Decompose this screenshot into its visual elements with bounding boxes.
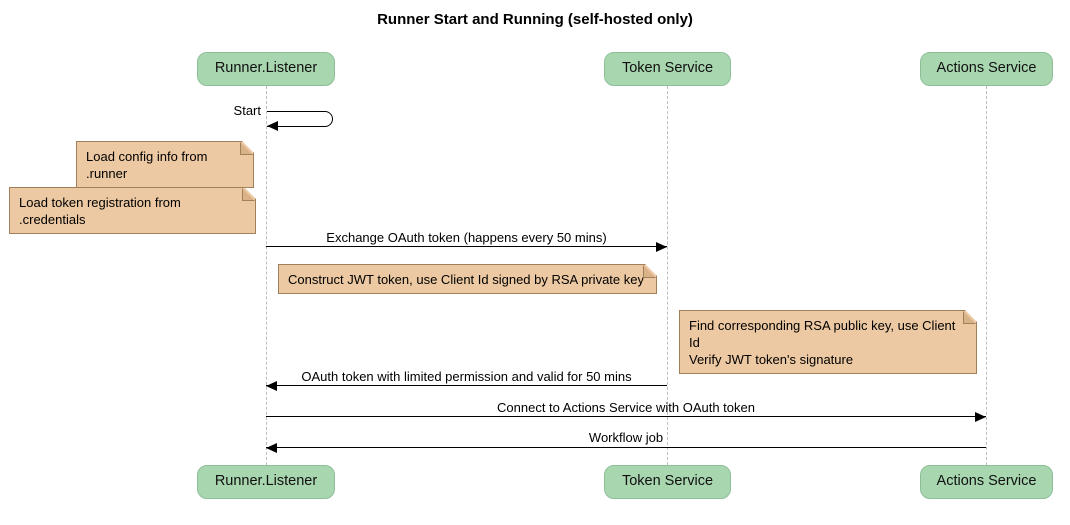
arrowhead-oauth-return-icon xyxy=(266,381,277,391)
lifeline-actions-service xyxy=(986,86,987,465)
message-connect-actions-label: Connect to Actions Service with OAuth to… xyxy=(497,400,755,415)
message-oauth-return-line xyxy=(266,385,667,386)
arrowhead-connect-actions-icon xyxy=(975,412,986,422)
arrowhead-workflow-job-icon xyxy=(266,443,277,453)
participant-actions-service-top: Actions Service xyxy=(920,52,1053,86)
diagram-title: Runner Start and Running (self-hosted on… xyxy=(377,11,693,28)
message-start-self-arrow xyxy=(267,111,333,127)
message-exchange-oauth-label: Exchange OAuth token (happens every 50 m… xyxy=(326,230,607,245)
arrowhead-exchange-oauth-icon xyxy=(656,242,667,252)
participant-runner-listener-top: Runner.Listener xyxy=(197,52,335,86)
note-construct-jwt: Construct JWT token, use Client Id signe… xyxy=(278,264,657,294)
message-workflow-job-label: Workflow job xyxy=(588,430,664,445)
participant-token-service-bottom: Token Service xyxy=(604,465,731,499)
note-verify-jwt: Find corresponding RSA public key, use C… xyxy=(679,310,977,374)
participant-runner-listener-bottom: Runner.Listener xyxy=(197,465,335,499)
message-oauth-return-label: OAuth token with limited permission and … xyxy=(301,369,632,384)
message-start-label: Start xyxy=(233,103,261,118)
message-workflow-job-line xyxy=(266,447,986,448)
message-exchange-oauth-line xyxy=(266,246,667,247)
note-load-token-registration: Load token registration from .credential… xyxy=(9,187,256,234)
arrowhead-start-icon xyxy=(267,121,278,131)
participant-token-service-top: Token Service xyxy=(604,52,731,86)
message-connect-actions-line xyxy=(266,416,986,417)
lifeline-token-service xyxy=(667,86,668,465)
note-load-config: Load config info from .runner xyxy=(76,141,254,188)
lifeline-runner-listener xyxy=(266,86,267,465)
participant-actions-service-bottom: Actions Service xyxy=(920,465,1053,499)
